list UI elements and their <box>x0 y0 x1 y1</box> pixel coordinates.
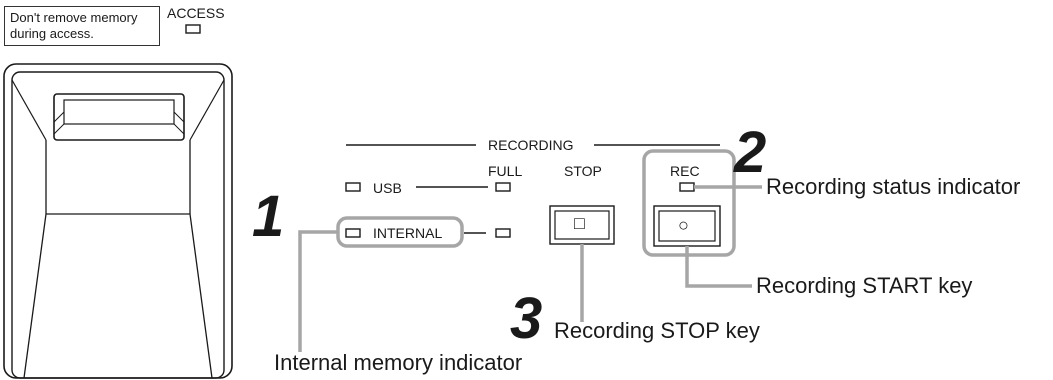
notice-line-2: during access. <box>10 26 94 41</box>
usb-connector-tab-right <box>173 111 185 135</box>
access-label: ACCESS <box>167 5 225 21</box>
access-led <box>185 24 201 34</box>
recording-start-label: Recording START key <box>756 273 973 298</box>
rec-highlight <box>642 149 736 257</box>
rec-label: REC <box>670 163 700 179</box>
slot-trapezoid <box>23 213 213 379</box>
usb-led <box>345 182 361 192</box>
full-label: FULL <box>488 163 523 179</box>
stop-label: STOP <box>564 163 602 179</box>
step-3-number: 3 <box>510 286 543 351</box>
internal-callout-line <box>298 230 338 352</box>
internal-led <box>345 228 361 238</box>
internal-memory-label: Internal memory indicator <box>274 350 523 375</box>
step-2-number: 2 <box>734 120 767 185</box>
full-led-internal <box>495 228 511 238</box>
usb-connector <box>53 93 185 141</box>
memory-slot-inner <box>11 71 225 379</box>
rec-start-callout-line <box>685 246 752 288</box>
notice-line-1: Don't remove memory <box>10 10 138 25</box>
stop-key-inner <box>554 210 610 240</box>
rec-led <box>679 182 695 192</box>
step-1-number: 1 <box>252 184 285 249</box>
recording-status-label: Recording status indicator <box>766 174 1021 199</box>
stop-key-symbol: □ <box>574 213 585 233</box>
internal-label: INTERNAL <box>373 225 443 241</box>
slot-diag-right <box>189 79 225 141</box>
usb-connector-inner <box>63 99 175 125</box>
memory-slot-frame <box>3 63 233 379</box>
rec-key-symbol: ○ <box>678 215 689 235</box>
usb-label: USB <box>373 180 402 196</box>
full-led-usb <box>495 182 511 192</box>
rec-key-inner <box>658 210 716 242</box>
slot-diag-left <box>11 79 47 141</box>
recording-stop-label: Recording STOP key <box>554 318 760 343</box>
usb-connector-tab-left <box>53 111 65 135</box>
recording-group-label: RECORDING <box>488 137 574 153</box>
memory-notice-box: Don't remove memory during access. <box>4 6 160 46</box>
